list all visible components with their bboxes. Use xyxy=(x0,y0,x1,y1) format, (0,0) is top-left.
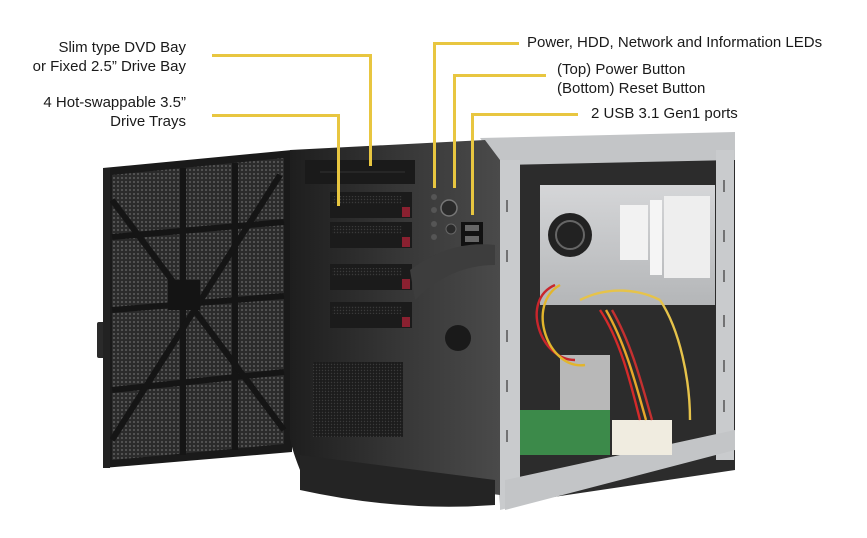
callout-usb: 2 USB 3.1 Gen1 ports xyxy=(591,104,738,123)
leader-dvd-h xyxy=(212,54,372,57)
leader-leds-v xyxy=(433,42,436,188)
callout-buttons-line1: (Top) Power Button xyxy=(557,61,686,78)
leader-usb-h xyxy=(471,113,578,116)
leader-buttons-v xyxy=(453,74,456,188)
leader-trays-v xyxy=(337,114,340,206)
callout-drive-trays-line1: 4 Hot-swappable 3.5” xyxy=(43,94,186,111)
callout-buttons: (Top) Power Button (Bottom) Reset Button xyxy=(557,60,705,98)
reset-button xyxy=(445,223,457,235)
callout-leds-line1: Power, HDD, Network and Information LEDs xyxy=(527,34,823,51)
callout-leds: Power, HDD, Network and Information LEDs xyxy=(527,33,822,52)
callout-drive-trays-line2: Drive Trays xyxy=(110,113,186,130)
callout-drive-trays: 4 Hot-swappable 3.5” Drive Trays xyxy=(43,93,186,131)
power-button xyxy=(440,199,458,217)
leader-usb-v xyxy=(471,113,474,215)
front-bezel xyxy=(289,140,500,507)
callout-usb-line1: 2 USB 3.1 Gen1 ports xyxy=(591,105,738,122)
status-leds xyxy=(431,194,437,240)
leader-trays-h xyxy=(212,114,340,117)
leader-buttons-h xyxy=(453,74,546,77)
front-door xyxy=(97,150,292,468)
callout-dvd-bay-line1: Slim type DVD Bay xyxy=(58,39,186,56)
leader-dvd-v xyxy=(369,54,372,166)
leader-leds-h xyxy=(433,42,519,45)
callout-buttons-line2: (Bottom) Reset Button xyxy=(557,80,706,97)
drive-trays xyxy=(330,192,412,328)
callout-dvd-bay-line2: or Fixed 2.5” Drive Bay xyxy=(32,58,186,75)
chassis-interior xyxy=(480,132,735,510)
callout-dvd-bay: Slim type DVD Bay or Fixed 2.5” Drive Ba… xyxy=(33,38,186,76)
